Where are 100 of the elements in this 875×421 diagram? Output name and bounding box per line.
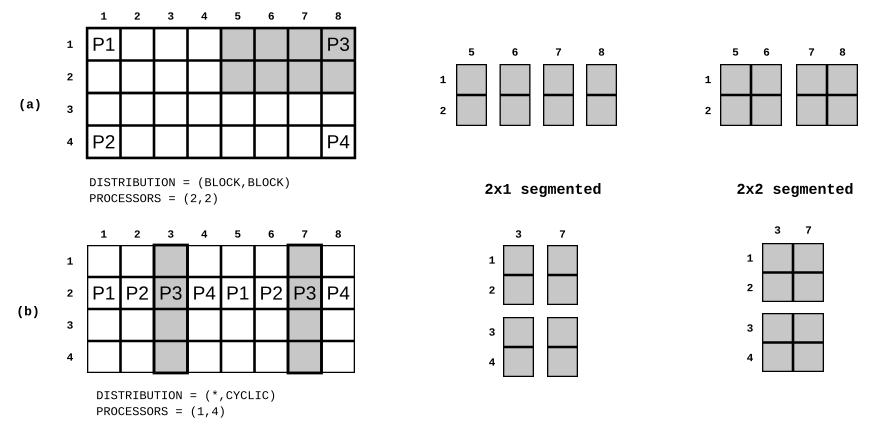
grid-cell (188, 60, 221, 93)
grid-cell: P2 (87, 126, 120, 158)
column-number: 2 (134, 230, 140, 238)
row-number: 4 (67, 353, 73, 361)
grid-cell: P3 (154, 277, 188, 309)
grid-cell (254, 245, 288, 277)
grid-cell (87, 309, 120, 341)
grid-cell (188, 245, 221, 277)
grid-cell (503, 245, 534, 275)
grid-cell (188, 341, 221, 373)
column-number: 3 (168, 230, 174, 238)
grid-cell (154, 28, 188, 60)
grid-cell (762, 313, 793, 342)
column-number: 7 (556, 48, 562, 56)
grid-cell (254, 126, 288, 158)
row-number: 1 (440, 76, 446, 84)
grid-cell (762, 342, 793, 372)
column-number: 3 (168, 12, 174, 20)
grid-cell: P3 (288, 277, 322, 309)
grid-cell (322, 93, 355, 126)
grid-cell (221, 245, 254, 277)
panel-caption: 2x1 segmented (485, 182, 600, 198)
column-number: 7 (560, 230, 566, 238)
grid-cell (120, 93, 154, 126)
column-number: 6 (268, 230, 274, 238)
row-number: 1 (67, 257, 73, 265)
grid-cell (322, 341, 355, 373)
grid-cell (188, 93, 221, 126)
grid-cell (221, 341, 254, 373)
grid-cell (221, 309, 254, 341)
column-number: 7 (302, 230, 308, 238)
grid-cell: P2 (254, 277, 288, 309)
grid-cell (221, 93, 254, 126)
row-number: 2 (67, 73, 73, 80)
grid-cell (543, 64, 574, 95)
grid-cell (120, 245, 154, 277)
grid-cell (322, 245, 355, 277)
grid-cell (154, 60, 188, 93)
grid-cell (288, 93, 322, 126)
grid-cell (87, 60, 120, 93)
grid-cell: P1 (221, 277, 254, 309)
grid-cell (503, 317, 534, 347)
grid-cell: P4 (322, 277, 355, 309)
grid-cell: P4 (322, 126, 355, 158)
grid-cell (120, 341, 154, 373)
grid-cell (751, 64, 782, 95)
grid-cell (288, 60, 322, 93)
grid-cell (827, 95, 858, 126)
grid-cell (154, 341, 188, 373)
row-number: 3 (67, 106, 73, 113)
column-number: 3 (516, 230, 522, 238)
column-number: 6 (764, 48, 770, 56)
row-number: 4 (747, 354, 753, 362)
row-number: 1 (489, 256, 495, 264)
column-number: 7 (302, 12, 308, 20)
grid-cell (288, 341, 322, 373)
panel-caption: 2x2 segmented (737, 182, 852, 198)
column-number: 8 (336, 230, 341, 238)
column-number: 5 (235, 12, 240, 20)
grid-cell (87, 341, 120, 373)
grid-cell (456, 95, 487, 126)
distribution-note: DISTRIBUTION = (BLOCK,BLOCK) (90, 177, 289, 189)
row-number: 4 (489, 358, 495, 366)
grid-cell (188, 309, 221, 341)
grid-cell (154, 245, 188, 277)
column-number: 5 (732, 48, 738, 56)
grid-cell: P1 (87, 277, 120, 309)
grid-cell (503, 275, 534, 305)
column-number: 8 (840, 48, 846, 56)
grid-cell (221, 28, 254, 60)
row-number: 1 (705, 76, 711, 84)
column-number: 1 (101, 12, 107, 20)
row-number: 1 (67, 40, 73, 48)
grid-cell (254, 60, 288, 93)
row-number: 3 (747, 324, 753, 332)
row-number: 3 (489, 328, 495, 336)
grid-cell (120, 28, 154, 60)
column-number: 2 (134, 12, 140, 20)
grid-cell (793, 272, 824, 302)
column-number: 5 (235, 230, 240, 238)
grid-cell (254, 28, 288, 60)
grid-cell (586, 64, 617, 95)
grid-cell (500, 64, 530, 95)
grid-cell (827, 64, 858, 95)
column-number: 3 (774, 226, 780, 234)
row-number: 2 (705, 106, 711, 114)
grid-cell (322, 60, 355, 93)
grid-cell (288, 28, 322, 60)
row-number: 2 (67, 289, 73, 297)
grid-cell (547, 245, 578, 275)
column-number: 7 (806, 226, 812, 234)
panel-label: (b) (18, 306, 38, 318)
row-number: 4 (67, 138, 73, 146)
grid-cell (586, 95, 617, 126)
grid-cell (796, 64, 827, 95)
grid-cell (793, 243, 824, 272)
row-number: 2 (440, 106, 446, 114)
distribution-note: PROCESSORS = (2,2) (90, 193, 217, 205)
column-number: 7 (808, 48, 814, 56)
grid-cell (254, 309, 288, 341)
